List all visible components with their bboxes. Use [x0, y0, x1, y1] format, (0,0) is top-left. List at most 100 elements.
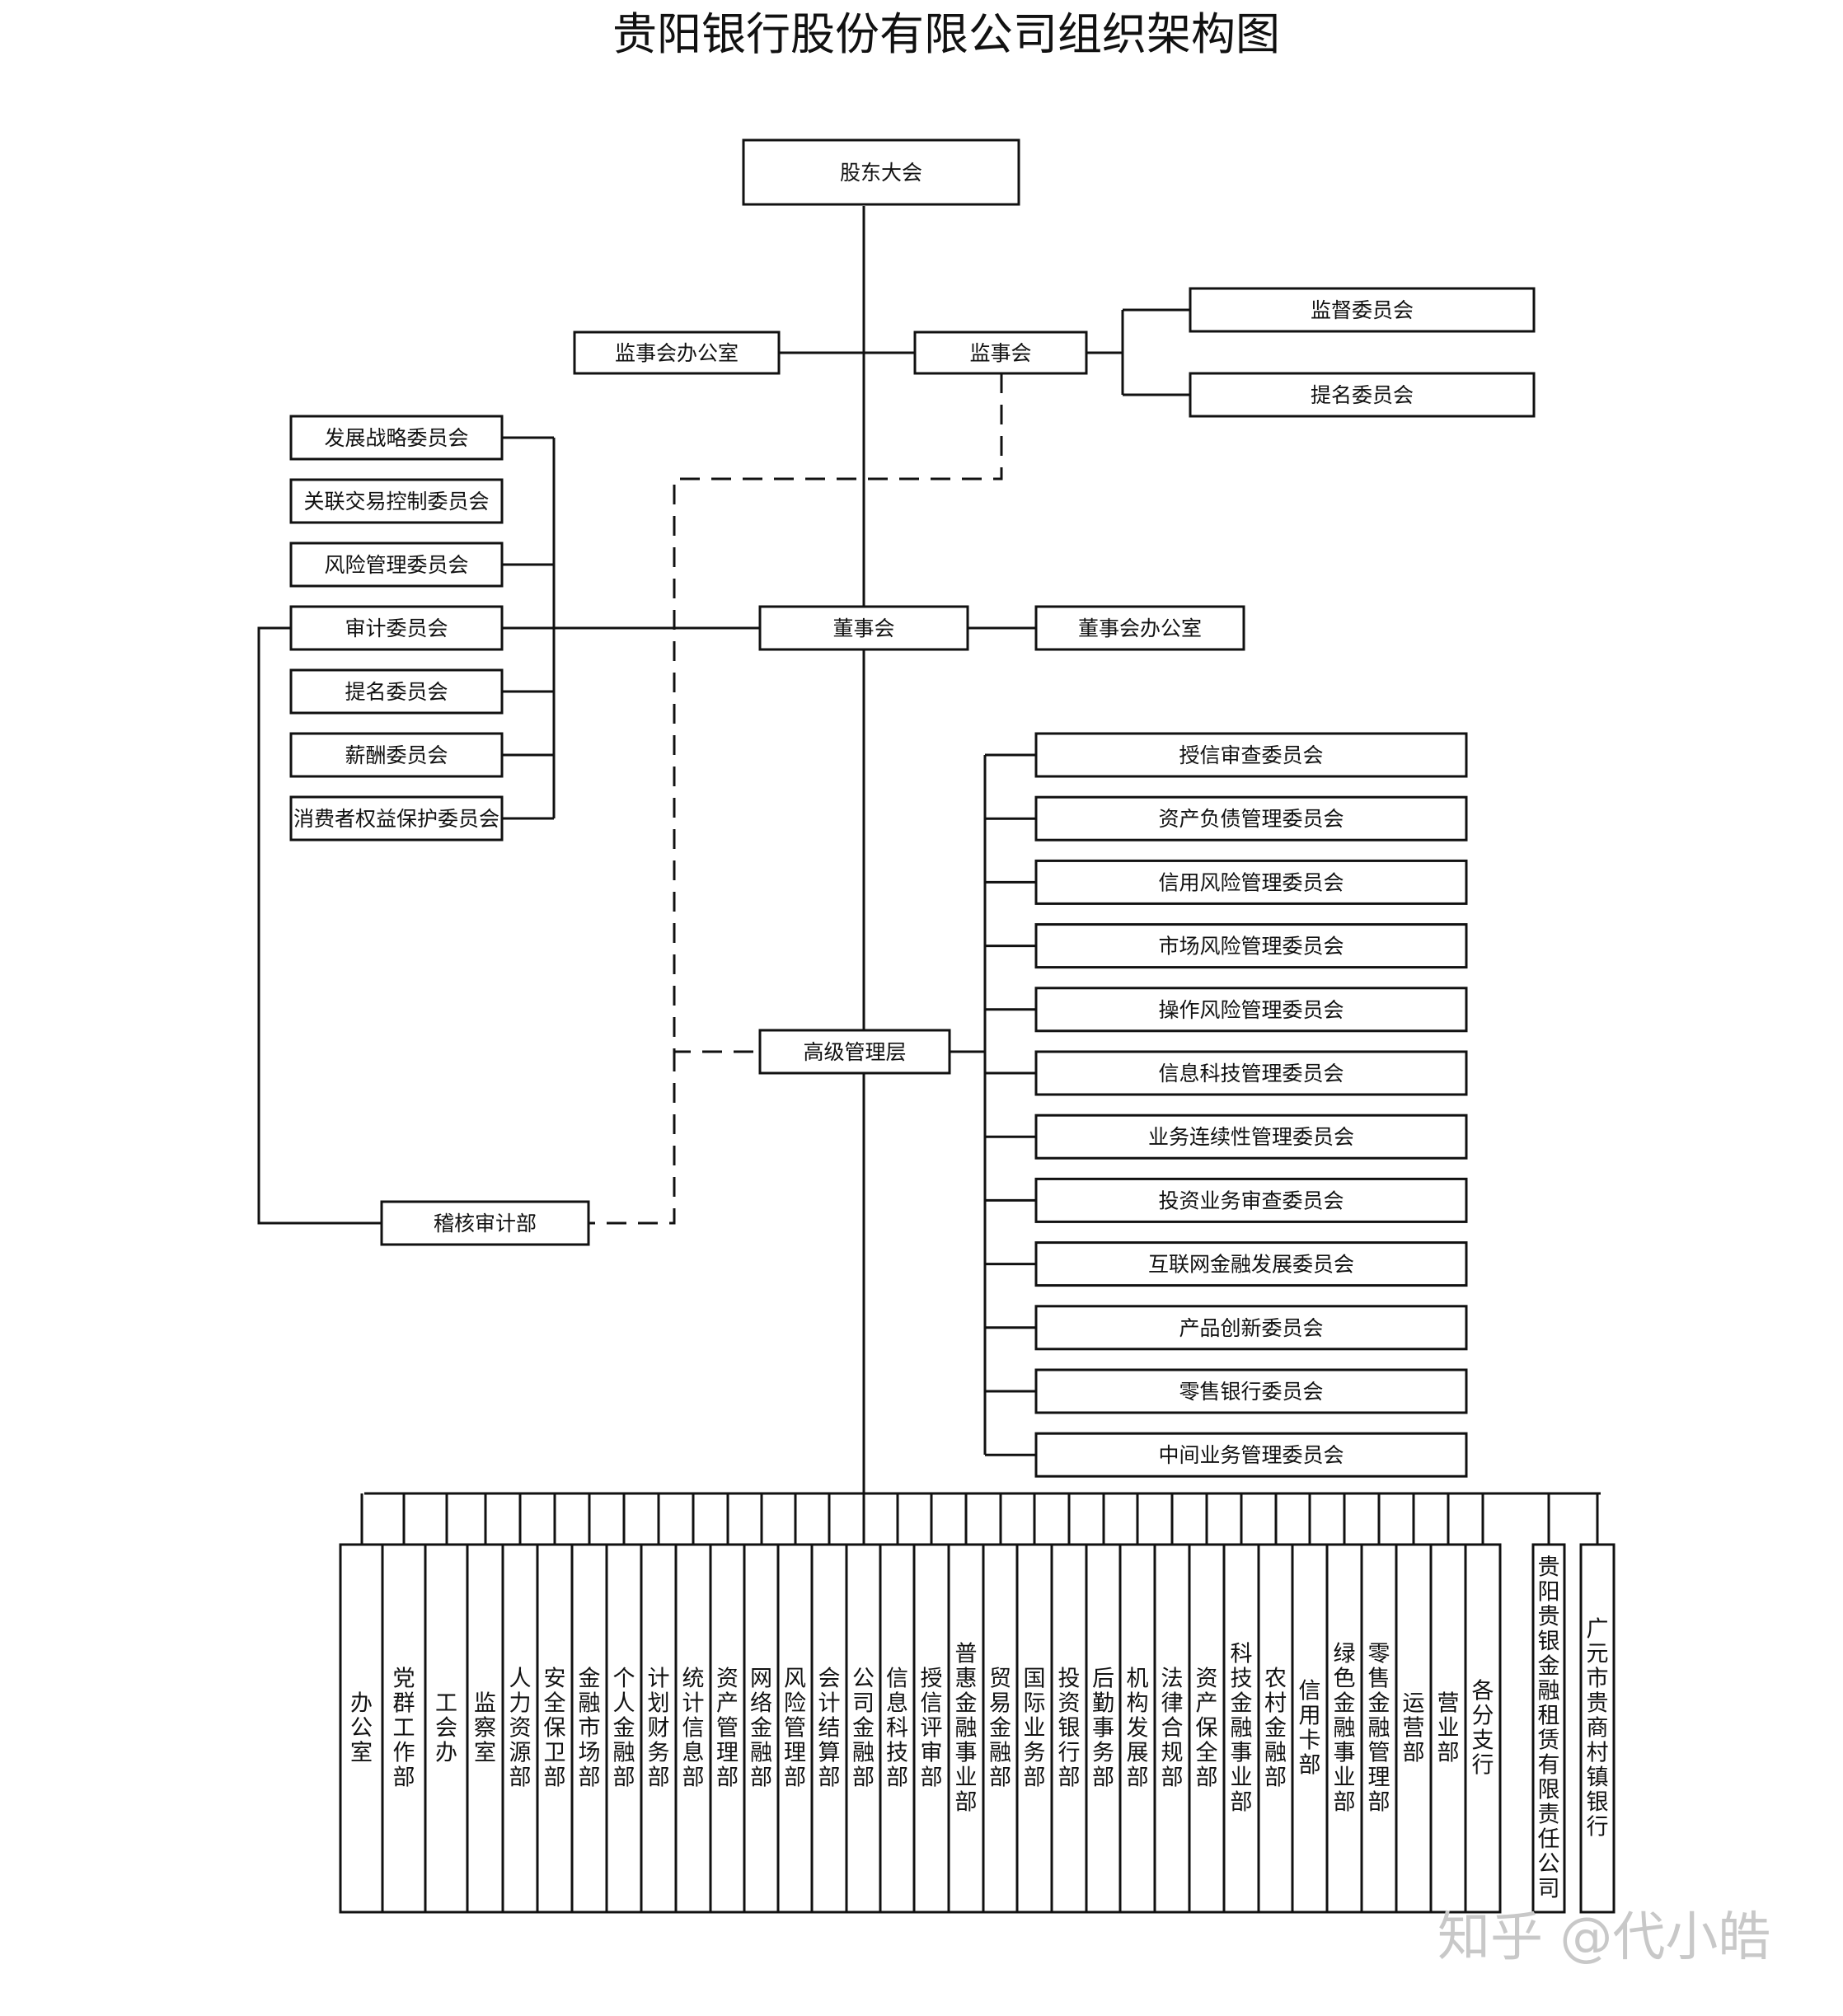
- department-node-label: 统计信息部: [682, 1666, 705, 1790]
- management-committee-node-box: [1034, 1050, 1468, 1096]
- department-node: 资产管理部: [709, 1543, 746, 1914]
- management-committee-node: 中间业务管理委员会: [1034, 1432, 1468, 1478]
- department-node-label: 资产管理部: [716, 1666, 739, 1790]
- supervisory-office-node-box: [573, 331, 781, 375]
- supervisory-committee-node-label: 监督委员会: [1311, 298, 1414, 322]
- management-committee-node: 产品创新委员会: [1034, 1305, 1468, 1351]
- management-committee-node: 授信审查委员会: [1034, 732, 1468, 778]
- department-node-label: 工会办: [435, 1690, 457, 1765]
- management-committee-node-label: 业务连续性管理委员会: [1148, 1125, 1354, 1149]
- department-node: 科技金融事业部: [1222, 1543, 1260, 1914]
- subsidiary-node: 广元市贵商村镇银行: [1579, 1543, 1616, 1914]
- department-node-box: [339, 1543, 384, 1914]
- department-node-label: 科技金融事业部: [1231, 1641, 1253, 1815]
- department-node: 零售金融管理部: [1360, 1543, 1398, 1914]
- department-node-label: 贸易金融部: [989, 1666, 1011, 1790]
- board-committee-node-box: [289, 605, 504, 651]
- department-node-box: [1188, 1543, 1226, 1914]
- subsidiary-node: 贵阳贵银金融租赁有限责任公司: [1531, 1543, 1566, 1914]
- shareholders-node-box: [742, 138, 1020, 206]
- department-node-box: [1325, 1543, 1363, 1914]
- department-node-box: [1153, 1543, 1191, 1914]
- department-node-label: 各分支行: [1472, 1678, 1494, 1778]
- department-node-box: [810, 1543, 848, 1914]
- department-node-label: 网络金融部: [750, 1666, 772, 1790]
- management-committee-node-label: 操作风险管理委员会: [1158, 998, 1344, 1022]
- department-node-label: 国际业务部: [1024, 1666, 1046, 1790]
- management-committee-node-box: [1034, 1305, 1468, 1351]
- management-committee-node-box: [1034, 1113, 1468, 1160]
- board-committee-node: 发展战略委员会: [289, 415, 504, 461]
- department-node: 办公室: [339, 1543, 384, 1914]
- board-committee-node-label: 审计委员会: [345, 617, 448, 640]
- audit-department-node-label: 稽核审计部: [434, 1212, 537, 1235]
- department-node: 国际业务部: [1015, 1543, 1053, 1914]
- board-committee-node-box: [289, 795, 504, 842]
- supervisory-board-node-box: [913, 331, 1088, 375]
- management-committee-node-box: [1034, 859, 1468, 905]
- management-committee-node-label: 授信审查委员会: [1179, 743, 1323, 767]
- subsidiary-node-label: 贵阳贵银金融租赁有限责任公司: [1538, 1554, 1560, 1901]
- management-committee-node-label: 零售银行委员会: [1179, 1380, 1323, 1404]
- department-node-label: 零售金融管理部: [1368, 1641, 1390, 1815]
- department-node-box: [501, 1543, 539, 1914]
- management-committee-node: 市场风险管理委员会: [1034, 923, 1468, 969]
- department-node: 会计结算部: [810, 1543, 848, 1914]
- audit-department-node-box: [380, 1200, 590, 1246]
- department-node-label: 普惠金融事业部: [955, 1641, 978, 1815]
- department-node: 信用卡部: [1291, 1543, 1329, 1914]
- senior-management-node-box: [758, 1029, 951, 1075]
- board-committee-node-label: 风险管理委员会: [324, 553, 468, 577]
- board-committee-node-box: [289, 732, 504, 778]
- board-committee-node: 审计委员会: [289, 605, 504, 651]
- audit-department-node: 稽核审计部: [380, 1200, 590, 1246]
- board-node-label: 董事会: [832, 617, 894, 640]
- supervisory-committee-node: 监督委员会: [1189, 287, 1536, 333]
- senior-management-node-label: 高级管理层: [803, 1040, 906, 1064]
- board-committee-node: 消费者权益保护委员会: [289, 795, 504, 842]
- management-committee-node-label: 市场风险管理委员会: [1158, 935, 1344, 959]
- department-node-box: [424, 1543, 469, 1914]
- management-committee-node-label: 信息科技管理委员会: [1158, 1062, 1344, 1085]
- management-committee-node-label: 互联网金融发展委员会: [1148, 1253, 1354, 1277]
- supervisory-committee-node-box: [1189, 372, 1536, 418]
- department-node-label: 机构发展部: [1127, 1666, 1149, 1790]
- department-node: 后勤事务部: [1085, 1543, 1122, 1914]
- department-node-box: [1291, 1543, 1329, 1914]
- department-node-label: 资产保全部: [1196, 1666, 1218, 1790]
- department-node: 农村金融部: [1257, 1543, 1294, 1914]
- department-node-box: [570, 1543, 608, 1914]
- board-committee-node-label: 提名委员会: [345, 680, 448, 704]
- board-office-node-label: 董事会办公室: [1078, 617, 1202, 640]
- supervisory-office-node: 监事会办公室: [573, 331, 781, 375]
- department-node-label: 办公室: [350, 1690, 373, 1765]
- management-committee-node: 信息科技管理委员会: [1034, 1050, 1468, 1096]
- department-node: 公司金融部: [845, 1543, 882, 1914]
- senior-management-node: 高级管理层: [758, 1029, 951, 1075]
- supervisory-board-node: 监事会: [913, 331, 1088, 375]
- department-node-label: 金融市场部: [579, 1666, 601, 1790]
- department-node: 信息科技部: [879, 1543, 916, 1914]
- management-committee-node-box: [1034, 987, 1468, 1033]
- department-node-label: 授信评审部: [921, 1666, 943, 1790]
- board-committee-node-label: 发展战略委员会: [324, 426, 468, 450]
- management-committee-node: 业务连续性管理委员会: [1034, 1113, 1468, 1160]
- department-node-label: 法律合规部: [1161, 1666, 1184, 1790]
- department-node-label: 信用卡部: [1299, 1678, 1321, 1778]
- supervision-dashed-line: [673, 373, 1003, 1053]
- management-committee-node-label: 产品创新委员会: [1179, 1316, 1323, 1340]
- department-node: 运营部: [1395, 1543, 1433, 1914]
- management-committee-node-box: [1034, 923, 1468, 969]
- department-node: 机构发展部: [1118, 1543, 1156, 1914]
- management-committee-node: 投资业务审查委员会: [1034, 1177, 1468, 1223]
- department-node: 个人金融部: [605, 1543, 643, 1914]
- management-committee-node-label: 资产负债管理委员会: [1158, 807, 1344, 831]
- department-node: 人力资源部: [501, 1543, 539, 1914]
- department-node-box: [879, 1543, 916, 1914]
- board-committee-node-box: [289, 415, 504, 461]
- subsidiary-node-label: 广元市贵商村镇银行: [1587, 1616, 1609, 1840]
- department-node: 监察室: [466, 1543, 504, 1914]
- department-node-box: [1464, 1543, 1502, 1914]
- department-node: 各分支行: [1464, 1543, 1502, 1914]
- department-node-label: 公司金融部: [852, 1666, 875, 1790]
